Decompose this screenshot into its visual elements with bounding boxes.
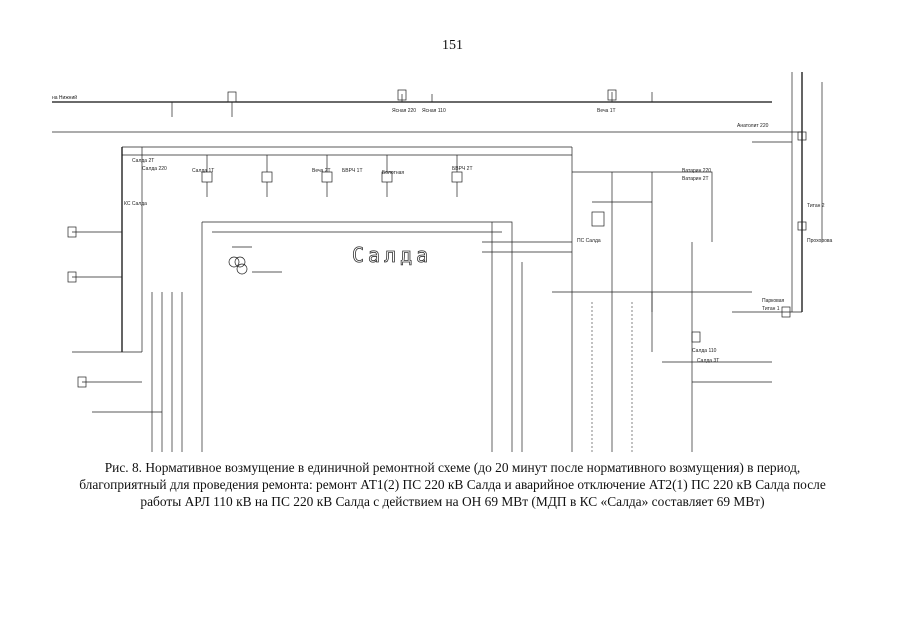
- substation-row: [201, 155, 463, 197]
- label-bolotnaya: Болотная: [382, 170, 404, 176]
- label-vecha-1t: Титан 2: [807, 203, 825, 209]
- label-salda-3t: Салда 3Т: [697, 358, 719, 364]
- salda-main-label: Салда: [352, 243, 432, 267]
- power-grid-diagram: Салда на Нижний Салда 2Т Салда 220 КС Са…: [52, 62, 852, 454]
- label-bvrv-1t: Ясная 220: [392, 108, 416, 114]
- label-salda-220: Салда 220: [142, 166, 167, 172]
- label-salda-110: Салда 110: [692, 348, 717, 354]
- label-yasnaya-220: Парковая: [762, 298, 785, 304]
- label-nizhniy: на Нижний: [52, 94, 77, 101]
- label-salda-1t: Салда 1Т: [192, 168, 214, 174]
- label-vitamin-2t: Ватарин 2Т: [682, 176, 709, 182]
- label-parkovaya: Веча 1Т: [597, 108, 616, 114]
- grid-schematic-svg: Салда на Нижний Салда 2Т Салда 220 КС Са…: [52, 72, 832, 452]
- figure-caption: Рис. 8. Нормативное возмущение в единичн…: [79, 460, 826, 509]
- label-yasnaya-110: Титан 1: [762, 306, 780, 312]
- label-anatolit-220: Анатолит 220: [737, 123, 769, 129]
- label-tinay-1: Веча 2Т: [312, 168, 331, 174]
- page-number: 151: [442, 38, 463, 53]
- label-prokhorovka: БВРЧ 2Т: [452, 166, 473, 172]
- label-vecha-2t: Прохорова: [807, 238, 832, 244]
- label-vitamin-220: Ватарин 220: [682, 168, 711, 174]
- label-salda-2t: Салда 2Т: [132, 158, 154, 164]
- label-bvrv-2t: Ясная 110: [422, 108, 446, 114]
- label-ps-salda: ПС Салда: [577, 238, 601, 244]
- label-salda-kc: КС Салда: [124, 201, 147, 207]
- label-tinay-2: БВРЧ 1Т: [342, 168, 363, 174]
